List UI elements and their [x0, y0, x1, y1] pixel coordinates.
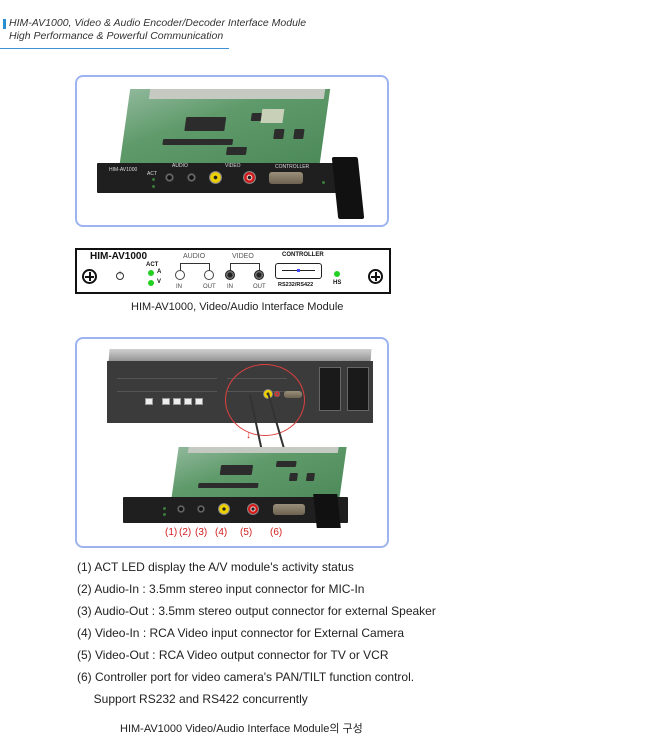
- red-arrow-icon: ↓: [246, 430, 251, 441]
- callout-6: (6): [270, 527, 283, 538]
- header-accent-bar: [3, 19, 6, 29]
- audio-in-jack-icon: [175, 270, 185, 280]
- configuration-caption: HIM-AV1000 Video/Audio Interface Module의…: [120, 723, 363, 735]
- audio-out-jack: [187, 173, 196, 182]
- description-item: (3) Audio-Out : 3.5mm stereo output conn…: [77, 604, 436, 618]
- rj45-port: [145, 398, 153, 405]
- header-divider: [0, 48, 229, 49]
- panel-act-label: ACT: [146, 262, 159, 268]
- faceplate-video-label: VIDEO: [225, 163, 241, 169]
- video-in-label: IN: [227, 284, 233, 290]
- rj45-port: [184, 398, 192, 405]
- video-out-jack-icon: [254, 270, 264, 280]
- video-out-rca: [243, 171, 256, 184]
- faceplate-diagram: HIM-AV1000 ACT A V AUDIO IN OUT VIDEO IN…: [75, 248, 391, 294]
- callout-1: (1): [165, 527, 178, 538]
- controller-port-icon: [275, 263, 322, 279]
- video-in-rca: [209, 171, 222, 184]
- module-pcb-image: [171, 447, 347, 499]
- rj45-port: [162, 398, 170, 405]
- panel-model-title: HIM-AV1000: [90, 251, 148, 262]
- highlight-circle: [225, 364, 305, 436]
- faceplate-audio-label: AUDIO: [172, 163, 188, 169]
- module-caption: HIM-AV1000, Video/Audio Interface Module: [131, 301, 344, 313]
- audio-in-label: IN: [176, 284, 182, 290]
- description-item: (5) Video-Out : RCA Video output connect…: [77, 648, 389, 662]
- header-title: HIM-AV1000, Video & Audio Encoder/Decode…: [9, 17, 307, 29]
- header-subtitle: High Performance & Powerful Communicatio…: [9, 30, 224, 42]
- description-item: (1) ACT LED display the A/V module's act…: [77, 560, 354, 574]
- led-a-label: A: [157, 269, 162, 275]
- act-led-a: [152, 178, 155, 181]
- video-bracket: [230, 263, 260, 271]
- audio-in-jack: [165, 173, 174, 182]
- video-out-label: OUT: [253, 284, 266, 290]
- act-led-a-icon: [148, 270, 154, 276]
- faceplate-act-label: ACT: [147, 171, 157, 177]
- module-photo: HIM-AV1000 ACT AUDIO VIDEO CONTROLLER: [75, 75, 389, 227]
- left-screw-icon: [82, 269, 97, 284]
- hs-label: HS: [333, 280, 342, 286]
- panel-controller-label: CONTROLLER: [282, 252, 324, 258]
- rj45-port: [173, 398, 181, 405]
- audio-out-label: OUT: [203, 284, 216, 290]
- callout-5: (5): [240, 527, 253, 538]
- description-item: (6) Controller port for video camera's P…: [77, 670, 415, 684]
- panel-video-label: VIDEO: [232, 253, 254, 260]
- panel-audio-label: AUDIO: [183, 253, 206, 260]
- module-faceplate: HIM-AV1000 ACT AUDIO VIDEO CONTROLLER: [97, 163, 347, 193]
- faceplate-model-label: HIM-AV1000: [109, 167, 138, 173]
- pcb-board-image: [119, 89, 331, 163]
- audio-out-jack-icon: [204, 270, 214, 280]
- ejector-lever-2: [313, 494, 341, 528]
- hs-led: [322, 181, 325, 184]
- right-screw-icon: [368, 269, 383, 284]
- audio-bracket: [180, 263, 210, 271]
- led-v-label: V: [157, 279, 162, 285]
- panel-serial-label: RS232/RS422: [278, 282, 314, 288]
- description-item: (2) Audio-In : 3.5mm stereo input connec…: [77, 582, 365, 596]
- description-item: (4) Video-In : RCA Video input connector…: [77, 626, 405, 640]
- ejector-lever: [331, 157, 365, 219]
- power-supply-left: [319, 367, 341, 411]
- act-led-v: [152, 185, 155, 188]
- description-item-continued: Support RS232 and RS422 concurrently: [77, 692, 308, 706]
- power-supply-right: [347, 367, 369, 411]
- callout-2: (2): [179, 527, 192, 538]
- hs-led-icon: [334, 271, 340, 277]
- callout-4: (4): [215, 527, 228, 538]
- video-in-jack-icon: [225, 270, 235, 280]
- system-connection-photo: ↓: [75, 337, 389, 548]
- rj45-port: [195, 398, 203, 405]
- small-screw-icon: [116, 270, 124, 280]
- faceplate-controller-label: CONTROLLER: [275, 164, 310, 170]
- module-faceplate-2: [123, 497, 348, 523]
- controller-dsub-port: [269, 172, 303, 184]
- callout-3: (3): [195, 527, 208, 538]
- act-led-v-icon: [148, 280, 154, 286]
